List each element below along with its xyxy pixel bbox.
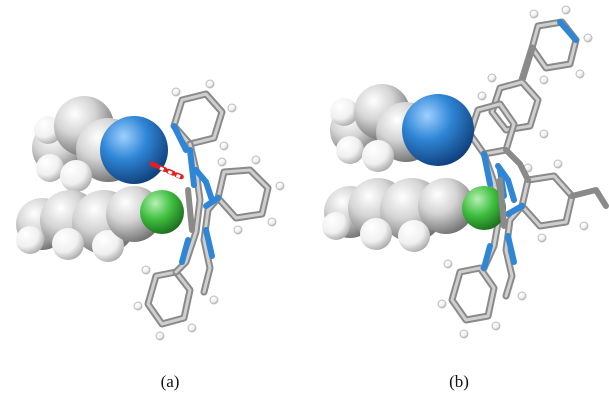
nitrogen-sphere-b	[402, 94, 474, 166]
caption-a: (a)	[160, 372, 180, 391]
caption-b: (b)	[449, 372, 469, 391]
front-sticks-a	[185, 167, 215, 233]
space-filling-lower-a	[16, 186, 184, 262]
front-sticks-b	[495, 147, 531, 229]
structure-a	[16, 79, 285, 341]
space-filling-lower-b	[322, 178, 506, 252]
stick-framework-a	[144, 90, 272, 328]
space-filling-upper-b	[330, 84, 474, 172]
structure-b	[322, 5, 609, 339]
hydrogen-bond-a	[149, 161, 193, 184]
hydrogen-atoms-a	[133, 79, 285, 341]
nitrogen-sphere-a	[100, 116, 168, 184]
pyridyl-arm-b	[488, 18, 580, 134]
space-filling-upper-a	[32, 96, 168, 192]
metal-sphere-b	[462, 186, 506, 230]
metal-sphere-a	[140, 190, 184, 234]
